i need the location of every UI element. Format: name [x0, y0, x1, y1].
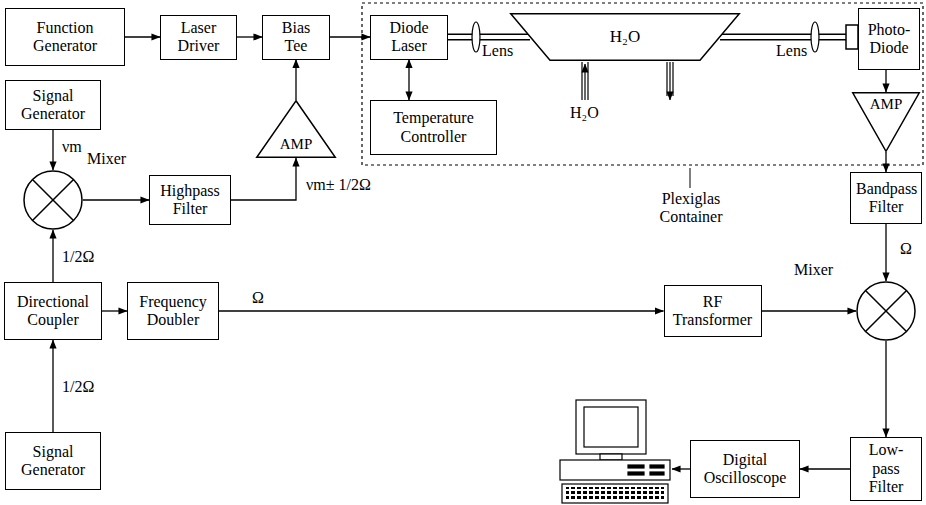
process-box: Frequency Doubler [127, 282, 219, 340]
laser-beam [720, 37, 858, 38]
process-box: Low-pass Filter [850, 437, 922, 501]
process-box: Diode Laser [370, 15, 448, 60]
mixer-label: Mixer [794, 261, 833, 279]
node-label: Photo-Diode [864, 21, 914, 58]
process-box: Signal Generator [5, 80, 101, 130]
node-label: AMP [870, 96, 903, 113]
lens-label: Lens [776, 42, 807, 60]
water-cell: H₂O [510, 13, 740, 61]
process-box: Temperature Controller [370, 100, 497, 155]
plexiglas-container-outline [362, 3, 923, 165]
signal-label: 1/2Ω [60, 248, 96, 266]
signal-label: Ω [898, 240, 914, 258]
mixer-symbol: Mixer [23, 170, 83, 230]
process-box: Signal Generator [5, 432, 101, 490]
amplifier-triangle: AMP [256, 100, 336, 158]
node-label: Directional Coupler [10, 293, 96, 330]
node-label: Frequency Doubler [133, 293, 213, 330]
process-box: Bandpass Filter [850, 172, 922, 224]
node-label: RF Transformer [670, 293, 756, 330]
signal-line [330, 37, 370, 38]
node-label: Diode Laser [381, 19, 437, 56]
mixer-label: Mixer [87, 150, 126, 168]
signal-line [53, 130, 54, 170]
signal-line [53, 340, 54, 432]
node-label: Function Generator [23, 19, 107, 56]
amplifier-triangle: AMP [852, 92, 920, 152]
signal-line [886, 70, 887, 92]
node-label: Temperature Controller [384, 109, 484, 146]
node-label: Bandpass Filter [856, 180, 916, 217]
process-box: Laser Driver [160, 15, 237, 60]
signal-line [886, 152, 887, 172]
mixer-symbol-outline [23, 170, 83, 230]
process-box: Highpass Filter [149, 175, 231, 225]
signal-line [237, 37, 262, 38]
signal-line [409, 60, 410, 101]
signal-line [762, 311, 857, 312]
process-box: RF Transformer [664, 285, 762, 337]
node-label: AMP [280, 136, 313, 153]
node-label: Bias Tee [274, 19, 318, 56]
signal-line [219, 311, 664, 312]
process-box: Directional Coupler [4, 282, 102, 340]
process-box: Function Generator [5, 8, 125, 66]
signal-line [102, 311, 127, 312]
laser-beam [448, 37, 530, 38]
signal-label: νm [60, 138, 84, 156]
signal-label: 1/2Ω [60, 378, 96, 396]
signal-line [296, 60, 297, 101]
process-box: Photo-Diode [858, 8, 920, 70]
water-label: H₂O [570, 104, 599, 122]
mixer-symbol: Mixer [856, 281, 916, 341]
signal-label: νm± 1/2Ω [304, 176, 373, 194]
signal-line [83, 200, 149, 201]
signal-line [886, 341, 887, 437]
signal-line [231, 158, 296, 200]
node-label: Signal Generator [17, 443, 89, 480]
process-box: Bias Tee [262, 15, 330, 60]
node-label: Low-pass Filter [856, 441, 916, 496]
leader-line [690, 168, 691, 188]
signal-line [125, 37, 160, 38]
signal-line [672, 468, 690, 469]
signal-line [53, 230, 54, 282]
computer-illustration [560, 400, 670, 503]
node-label: Laser Driver [169, 19, 229, 56]
photodiode-detector [846, 25, 858, 49]
signal-line [800, 469, 850, 470]
signal-line [886, 224, 887, 281]
container-label: Plexiglas Container [645, 190, 737, 227]
mixer-symbol-outline [856, 281, 916, 341]
node-label: Digital Oscilloscope [700, 451, 790, 488]
node-label: H₂O [610, 27, 640, 47]
node-label: Signal Generator [17, 87, 89, 124]
water-pipe [582, 62, 673, 100]
process-box: Digital Oscilloscope [690, 440, 800, 498]
node-label: Highpass Filter [155, 182, 225, 219]
lens-label: Lens [482, 42, 513, 60]
signal-label: Ω [250, 289, 266, 307]
